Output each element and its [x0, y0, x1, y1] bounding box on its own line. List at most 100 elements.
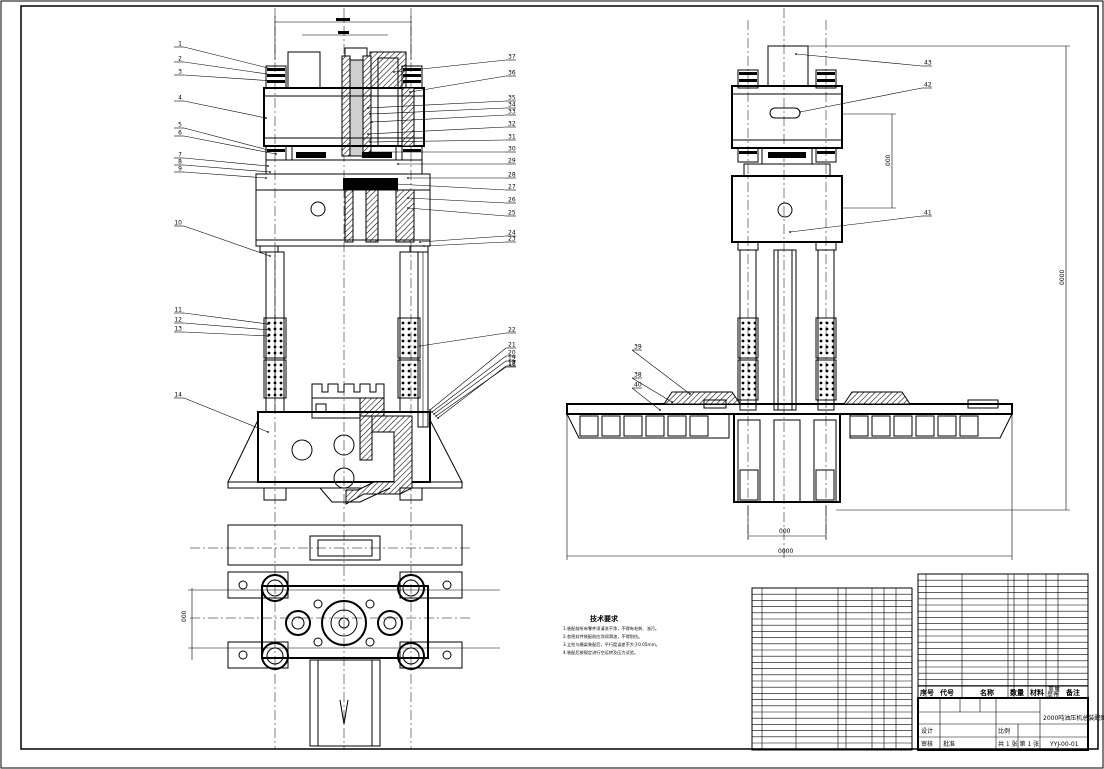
clamp-dot	[407, 387, 411, 391]
clamp-dot	[413, 339, 417, 343]
clamp-dot	[747, 327, 751, 331]
clamp-dot	[401, 387, 405, 391]
clamp-dot	[279, 339, 283, 343]
clamp-dot	[747, 363, 751, 367]
clamp-dot	[407, 351, 411, 355]
callout-number: 17	[508, 360, 516, 367]
technical-requirements: 技术要求 1.装配前所有零件须清洗干净，不得有毛刺、油污。2.各密封件装配前应涂…	[563, 614, 660, 656]
callout-leader	[795, 53, 923, 67]
svg-text:序号: 序号	[919, 688, 934, 697]
tech-requirement-line: 3.立柱与横梁装配后，平行度误差不大于0.05mm。	[563, 641, 660, 648]
callout-number: 24	[508, 230, 516, 237]
callout-leader	[431, 355, 507, 413]
clamp-dot	[747, 375, 751, 379]
callout-leader	[183, 322, 271, 331]
svg-text:名称: 名称	[980, 688, 994, 697]
clamp-dot	[819, 321, 823, 325]
clamp-dot	[819, 345, 823, 349]
callout-dot	[435, 415, 437, 417]
clamp-dot	[741, 327, 745, 331]
parts-list-header: 序号 代号 名称 数量 材料 重量 单件 备注	[917, 685, 1089, 699]
clamp-dot	[401, 363, 405, 367]
clamp-dot	[741, 393, 745, 397]
svg-text:000: 000	[779, 528, 791, 535]
callout-leader	[395, 183, 507, 191]
clamp-dot	[747, 387, 751, 391]
callout-dot	[419, 345, 421, 347]
callout-number: 26	[508, 197, 516, 204]
callout-leader	[631, 377, 673, 403]
table-rib	[579, 415, 599, 437]
table-rib	[623, 415, 643, 437]
callout-number: 34	[508, 102, 516, 109]
callout-dot	[795, 53, 797, 55]
callout-number: 29	[508, 158, 516, 165]
callout-leader	[183, 397, 269, 433]
clamp-dot	[279, 375, 283, 379]
callout-dot	[267, 431, 269, 433]
clamp-dot	[413, 351, 417, 355]
callout-dot	[369, 141, 371, 143]
callout-leader	[393, 59, 507, 73]
clamp-dot	[407, 375, 411, 379]
table-rib	[689, 415, 709, 437]
clamp-dot	[273, 363, 277, 367]
svg-text:代号: 代号	[939, 688, 954, 697]
clamp-dot	[825, 321, 829, 325]
tech-requirement-line: 2.各密封件装配前应涂润滑油，不得划伤。	[563, 633, 642, 640]
clamp-dot	[401, 351, 405, 355]
clamp-dot	[279, 333, 283, 337]
clamp-dot	[407, 321, 411, 325]
callout-dot	[689, 393, 691, 395]
callout-dot	[275, 153, 277, 155]
svg-text:比例: 比例	[998, 727, 1010, 735]
clamp-dot	[273, 327, 277, 331]
callout-number: 5	[178, 122, 182, 129]
table-rib	[915, 415, 935, 437]
callout-number: 12	[174, 317, 182, 324]
callout-leader	[183, 164, 271, 173]
clamp-dot	[401, 375, 405, 379]
callout-leader	[183, 135, 277, 155]
clamp-dot	[273, 387, 277, 391]
callout-dot	[267, 323, 269, 325]
clamp-dot	[741, 321, 745, 325]
table-rib	[645, 415, 665, 437]
clamp-dot	[741, 333, 745, 337]
callout-number: 35	[508, 95, 516, 102]
clamp-dot	[401, 369, 405, 373]
clamp-dot	[401, 327, 405, 331]
clamp-dot	[747, 321, 751, 325]
table-rib	[937, 415, 957, 437]
callout-number: 36	[508, 70, 516, 77]
callout-dot	[437, 417, 439, 419]
callout-number: 40	[634, 382, 642, 389]
svg-text:重量: 重量	[1048, 685, 1060, 693]
callout-number: 39	[634, 344, 642, 351]
clamp-dot	[401, 333, 405, 337]
callout-leader	[369, 107, 507, 115]
callout-dot	[269, 255, 271, 257]
callout-number: 7	[178, 152, 182, 159]
clamp-dot	[819, 393, 823, 397]
table-rib	[601, 415, 621, 437]
clamp-dot	[413, 387, 417, 391]
title-block: 2000吨油压机总装配图 YYJ-00-01 比例 共 1 张 第 1 张 设计…	[917, 697, 1104, 751]
svg-text:单件: 单件	[1047, 691, 1059, 699]
parts-list-right	[917, 573, 1089, 698]
callout-dot	[407, 197, 409, 199]
svg-text:共 1 张 第 1 张: 共 1 张 第 1 张	[998, 740, 1039, 748]
callout-leader	[371, 114, 507, 123]
callout-dot	[369, 151, 371, 153]
callout-dot	[367, 107, 369, 109]
callout-number: 2	[178, 56, 182, 63]
clamp-dot	[401, 339, 405, 343]
clamp-dot	[273, 375, 277, 379]
callout-leader	[183, 74, 275, 82]
clamp-dot	[747, 393, 751, 397]
callout-dot	[407, 207, 409, 209]
callout-dot	[397, 163, 399, 165]
clamp-dot	[279, 345, 283, 349]
callout-dot	[371, 121, 373, 123]
